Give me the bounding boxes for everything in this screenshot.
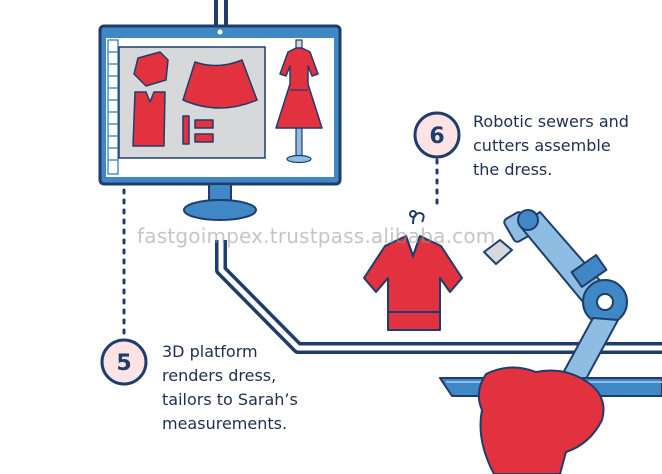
robotic-arm-icon: [483, 209, 628, 400]
cable-top: [214, 0, 228, 28]
step-6-number: 6: [429, 124, 444, 149]
watermark: fastgoimpex.trustpass.alibaba.com: [137, 224, 496, 248]
step-5-badge: 5: [100, 338, 148, 386]
mannequin-icon: [275, 39, 323, 164]
step-6-caption: Robotic sewers and cutters assemble the …: [473, 110, 629, 182]
caption-line: measurements.: [162, 414, 288, 433]
caption-line: renders dress,: [162, 366, 277, 385]
monitor-icon: [98, 24, 342, 221]
caption-line: tailors to Sarah’s: [162, 390, 298, 409]
pipeline-line: [215, 240, 662, 354]
dress-hanger-icon: [363, 210, 463, 331]
caption-line: cutters assemble: [473, 136, 611, 155]
toolbar-icon: [107, 39, 119, 175]
step-5-caption: 3D platform renders dress, tailors to Sa…: [162, 340, 298, 436]
caption-line: the dress.: [473, 160, 553, 179]
caption-line: Robotic sewers and: [473, 112, 629, 131]
caption-line: 3D platform: [162, 342, 258, 361]
step-6-badge: 6: [413, 111, 461, 159]
dress-pattern-icon: [132, 51, 258, 147]
fabric-icon: [477, 366, 605, 474]
connector-lines: [122, 158, 439, 335]
step-5-number: 5: [116, 351, 131, 376]
